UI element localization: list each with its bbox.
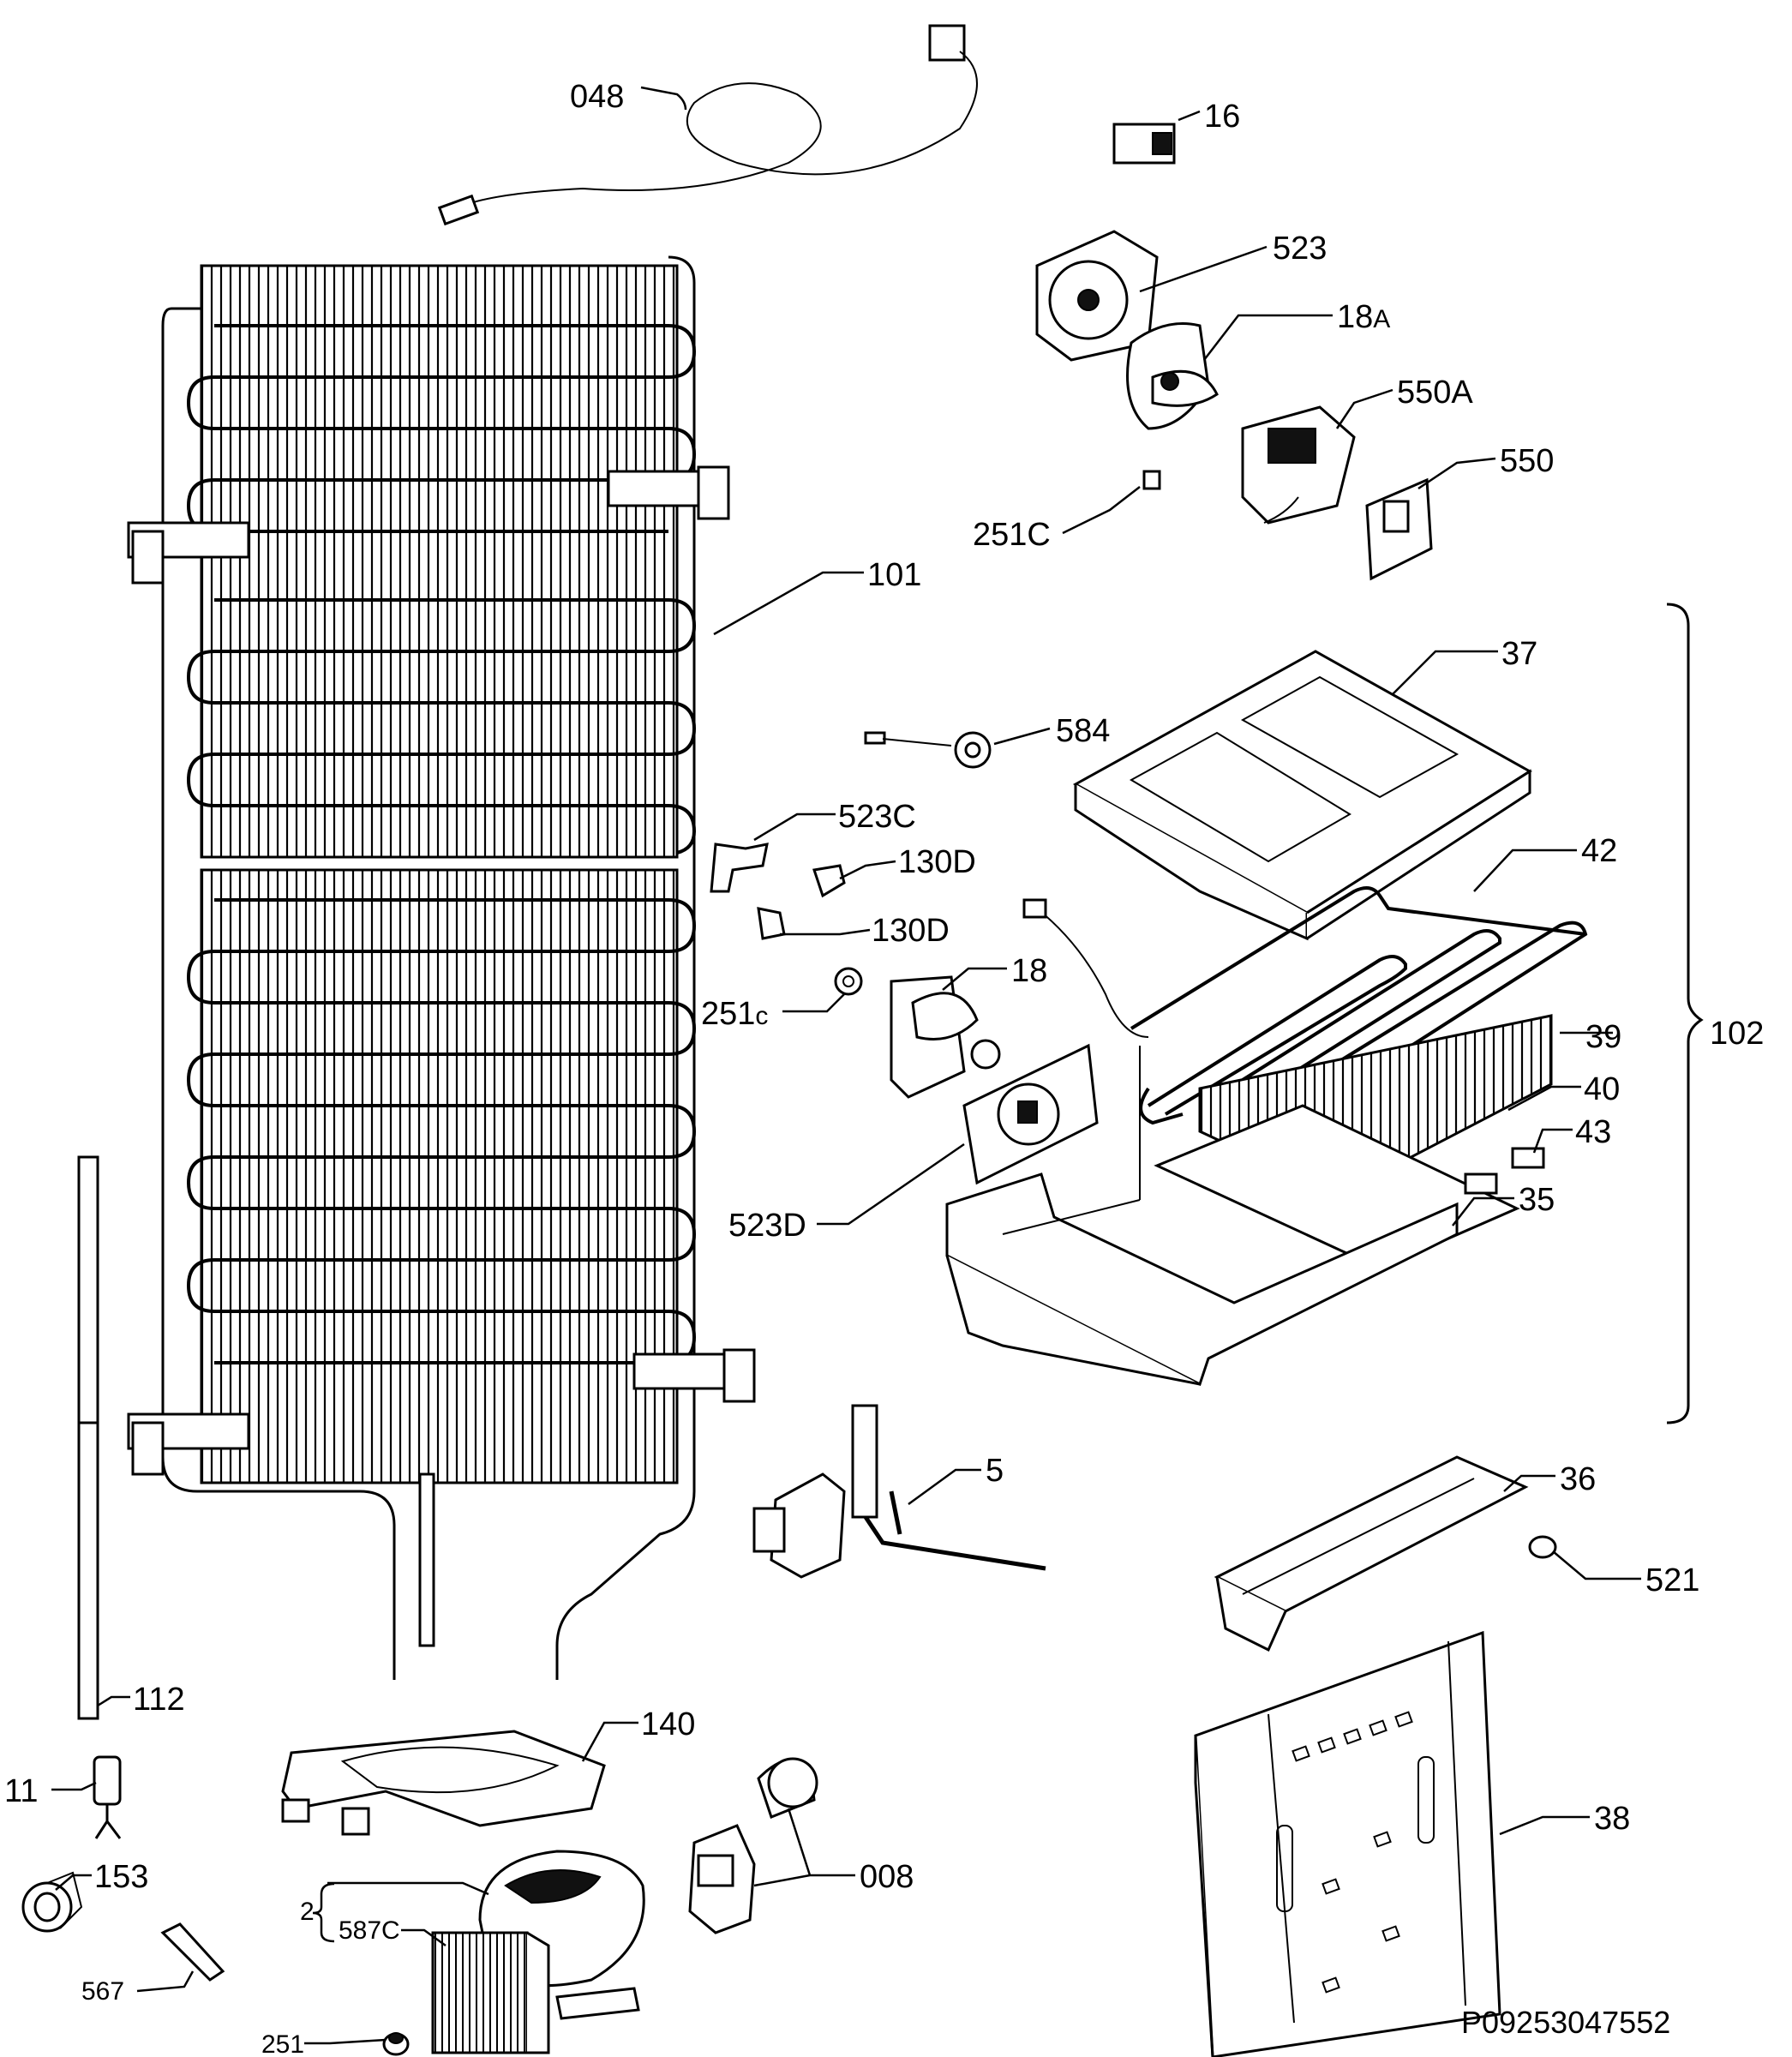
label-523D: 523D bbox=[728, 1208, 806, 1244]
label-550: 550 bbox=[1500, 443, 1554, 479]
label-37: 37 bbox=[1501, 636, 1537, 672]
rail-36 bbox=[1214, 1455, 1529, 1652]
label-18: 18 bbox=[1011, 953, 1047, 989]
label-18A: 18A bbox=[1337, 299, 1390, 335]
label-43: 43 bbox=[1575, 1114, 1611, 1150]
bracket-523C bbox=[710, 843, 769, 893]
compressor-2 bbox=[431, 1850, 645, 2054]
label-36: 36 bbox=[1560, 1461, 1596, 1497]
label-008: 008 bbox=[860, 1859, 914, 1895]
label-567: 567 bbox=[81, 1977, 124, 2006]
label-140: 140 bbox=[641, 1706, 695, 1742]
grommet-251c bbox=[834, 967, 863, 996]
bracket-102 bbox=[1666, 603, 1704, 1424]
callout-labels: 048 16 523 18A 550A 550 251C 101 37 584 … bbox=[4, 79, 1764, 2057]
tray-35 bbox=[945, 1046, 1459, 1387]
panel-38 bbox=[1194, 1630, 1501, 2057]
fan-housing-523 bbox=[1035, 230, 1159, 362]
label-112: 112 bbox=[133, 1682, 185, 1718]
condenser-tubes-top bbox=[186, 324, 697, 855]
label-521: 521 bbox=[1645, 1562, 1699, 1598]
label-130D-a: 130D bbox=[898, 844, 976, 880]
label-251c: 251c bbox=[701, 996, 768, 1032]
label-587C: 587C bbox=[339, 1916, 400, 1945]
switch-16 bbox=[1112, 123, 1176, 165]
label-11: 11 bbox=[4, 1773, 38, 1809]
label-101: 101 bbox=[867, 557, 921, 593]
label-40: 40 bbox=[1584, 1071, 1620, 1107]
label-42: 42 bbox=[1581, 833, 1617, 869]
label-523C: 523C bbox=[838, 799, 916, 835]
plate-567 bbox=[160, 1922, 225, 1982]
heater-42 bbox=[1022, 886, 1588, 1125]
fan-18 bbox=[890, 975, 1001, 1099]
ring-521 bbox=[1528, 1535, 1557, 1559]
grommet-251 bbox=[382, 2032, 410, 2056]
label-2: 2 bbox=[300, 1898, 315, 1926]
label-584: 584 bbox=[1056, 713, 1110, 749]
valve-drier-5 bbox=[752, 1404, 1046, 1579]
label-35: 35 bbox=[1519, 1182, 1555, 1218]
label-550A: 550A bbox=[1397, 375, 1473, 411]
cover-37 bbox=[1072, 650, 1532, 941]
plate-523D bbox=[962, 1043, 1099, 1185]
label-523: 523 bbox=[1273, 231, 1327, 267]
condenser-tubes-bottom bbox=[186, 898, 697, 1364]
cover-550 bbox=[1365, 477, 1433, 581]
label-39: 39 bbox=[1585, 1019, 1621, 1055]
base-plate-140 bbox=[281, 1730, 606, 1836]
label-38: 38 bbox=[1594, 1801, 1630, 1837]
part-251C-top bbox=[1142, 470, 1161, 490]
blocks-43 bbox=[1464, 1147, 1545, 1195]
relay-008 bbox=[688, 1757, 818, 1934]
sleeve-153 bbox=[21, 1871, 83, 1933]
diagram-code: P09253047552 bbox=[1461, 2005, 1670, 2040]
label-130D-b: 130D bbox=[872, 913, 950, 949]
sensor-584 bbox=[864, 731, 992, 769]
label-5: 5 bbox=[986, 1453, 1004, 1489]
label-153: 153 bbox=[94, 1859, 148, 1895]
label-048: 048 bbox=[570, 79, 624, 115]
fan-motor-18A bbox=[1126, 322, 1219, 430]
control-box-550A bbox=[1241, 405, 1356, 525]
condenser-101 bbox=[127, 255, 756, 1680]
condenser-brackets bbox=[127, 465, 756, 1476]
tube-112 bbox=[77, 1155, 99, 1720]
label-102: 102 bbox=[1710, 1016, 1764, 1052]
clip-130D-a bbox=[812, 864, 846, 898]
valve-11 bbox=[93, 1755, 122, 1839]
label-251: 251 bbox=[261, 2030, 304, 2057]
sensor-cable-048 bbox=[437, 24, 978, 226]
label-251C-top: 251C bbox=[973, 517, 1051, 553]
label-16: 16 bbox=[1204, 99, 1240, 135]
leader-lines bbox=[51, 86, 1641, 2045]
